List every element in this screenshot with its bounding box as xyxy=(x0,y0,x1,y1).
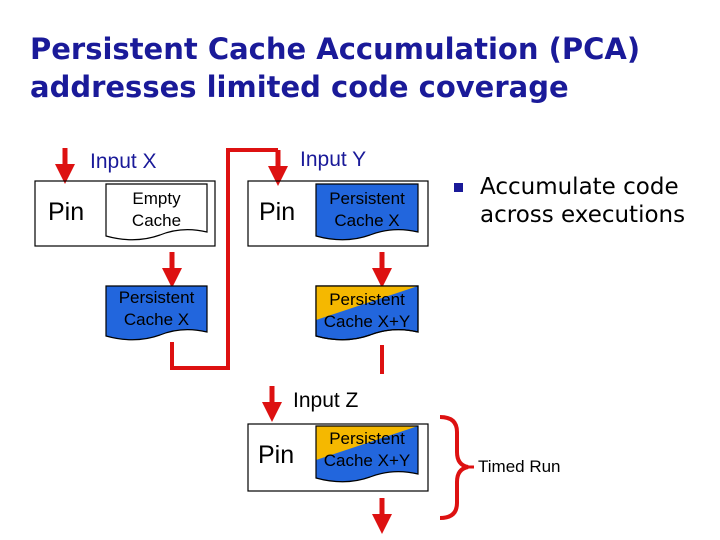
persistent-cache-x-text: Persistent Cache X xyxy=(106,287,207,331)
persistent-cache-xy-text: Persistent Cache X+Y xyxy=(316,289,418,333)
timed-run-label: Timed Run xyxy=(478,457,561,476)
doc-persistent-cache-xy-gold xyxy=(316,286,418,320)
persistent-cache-xy-line1: Persistent xyxy=(329,290,405,309)
doc-run3-cache-gold xyxy=(316,426,418,460)
doc-persistent-cache-x-in xyxy=(315,183,419,241)
doc-persistent-cache-x xyxy=(105,285,208,341)
pin-box-run1 xyxy=(34,180,216,247)
input-x-label: Input X xyxy=(90,150,157,173)
doc-empty-cache xyxy=(105,183,208,241)
persistent-cache-x-line2: Cache X xyxy=(123,310,190,329)
empty-cache-text: Empty Cache xyxy=(106,188,207,232)
slide-title: Persistent Cache Accumulation (PCA) addr… xyxy=(30,30,710,106)
bullet-square-icon xyxy=(454,183,463,192)
persistent-cache-x-in-text: Persistent Cache X xyxy=(316,188,418,232)
pin-label-run3: Pin xyxy=(258,441,295,469)
connector-run1-to-run2 xyxy=(170,148,278,370)
pin-box-run3 xyxy=(247,423,429,492)
persistent-cache-x-in-line1: Persistent xyxy=(329,189,405,208)
run3-cache-line1: Persistent xyxy=(329,429,405,448)
pin-label-run1: Pin xyxy=(48,198,85,226)
persistent-cache-xy-line2: Cache X+Y xyxy=(323,312,411,331)
input-y-label: Input Y xyxy=(300,148,367,171)
empty-cache-line1: Empty xyxy=(132,189,181,208)
persistent-cache-x-line1: Persistent xyxy=(118,288,195,307)
title-line-2: addresses limited code coverage xyxy=(30,70,569,104)
persistent-cache-x-in-line2: Cache X xyxy=(334,211,400,230)
bullet-line2: across executions xyxy=(480,202,686,228)
bullet-text: Accumulate code across executions xyxy=(480,173,685,229)
input-z-label: Input Z xyxy=(293,389,359,412)
title-line-1: Persistent Cache Accumulation (PCA) xyxy=(30,32,641,66)
run3-cache-line2: Cache X+Y xyxy=(323,451,411,470)
pin-box-run2 xyxy=(247,180,429,247)
doc-persistent-cache-xy-outline xyxy=(315,285,419,341)
run3-cache-text: Persistent Cache X+Y xyxy=(316,428,418,472)
timed-run-brace xyxy=(439,415,469,520)
bullet-line1: Accumulate code xyxy=(480,174,679,200)
doc-run3-cache-outline xyxy=(315,425,419,483)
empty-cache-line2: Cache xyxy=(131,211,182,230)
pin-label-run2: Pin xyxy=(259,198,296,226)
